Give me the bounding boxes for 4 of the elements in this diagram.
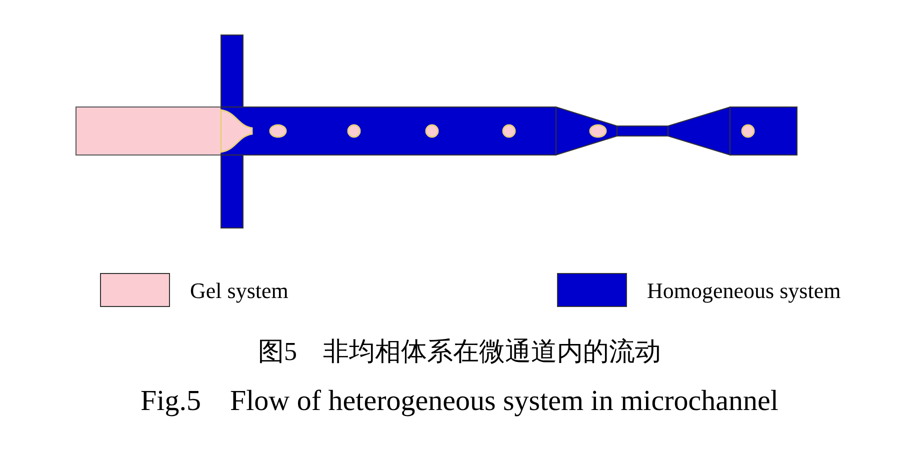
figure-caption: Fig.5 Flow of heterogeneous system in microchannel bbox=[140, 384, 778, 419]
legend-label: Homogeneous system bbox=[647, 276, 841, 305]
figure-caption: 图5 非均相体系在微通道内的流动 bbox=[258, 336, 661, 368]
legend-label: Gel system bbox=[190, 276, 288, 305]
